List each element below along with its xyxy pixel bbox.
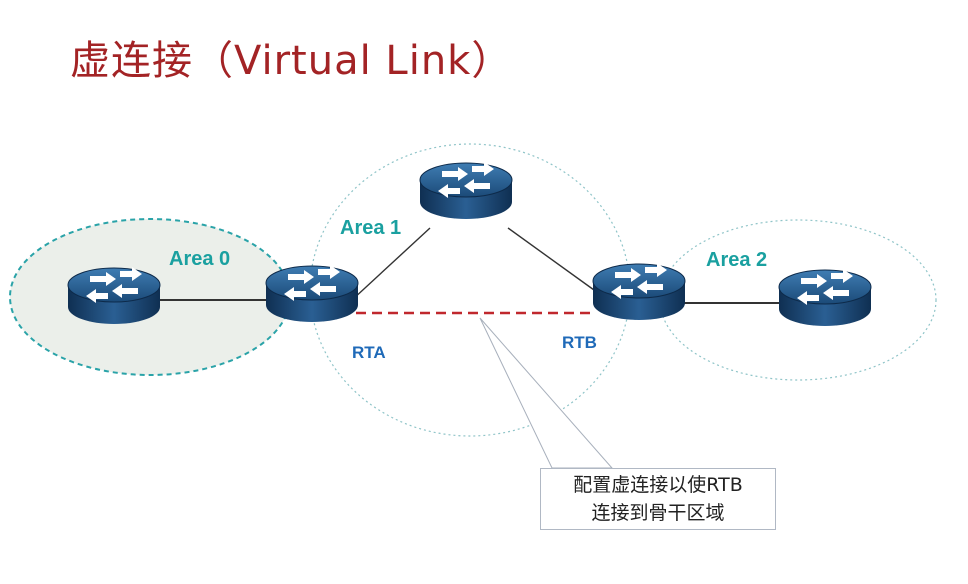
area-2-region: [659, 219, 937, 381]
rta-label: RTA: [352, 343, 386, 362]
area-1-label: Area 1: [340, 217, 401, 239]
link-top-rtb: [507, 227, 595, 291]
page-title: 虚连接（Virtual Link）: [70, 38, 513, 84]
router-rtb-icon: [592, 262, 686, 321]
rtb-label: RTB: [562, 333, 597, 352]
router-left-icon: [67, 266, 161, 325]
callout-line-2: 连接到骨干区域: [591, 502, 725, 524]
router-rta-icon: [265, 264, 359, 323]
virtual-link-callout: 配置虚连接以使RTB 连接到骨干区域: [540, 468, 776, 530]
area-2-label: Area 2: [706, 249, 767, 271]
callout-line-1: 配置虚连接以使RTB: [573, 474, 743, 496]
router-right-icon: [778, 268, 872, 327]
area-0-label: Area 0: [169, 248, 230, 270]
router-top-icon: [419, 161, 513, 220]
link-rta-top: [351, 227, 431, 301]
